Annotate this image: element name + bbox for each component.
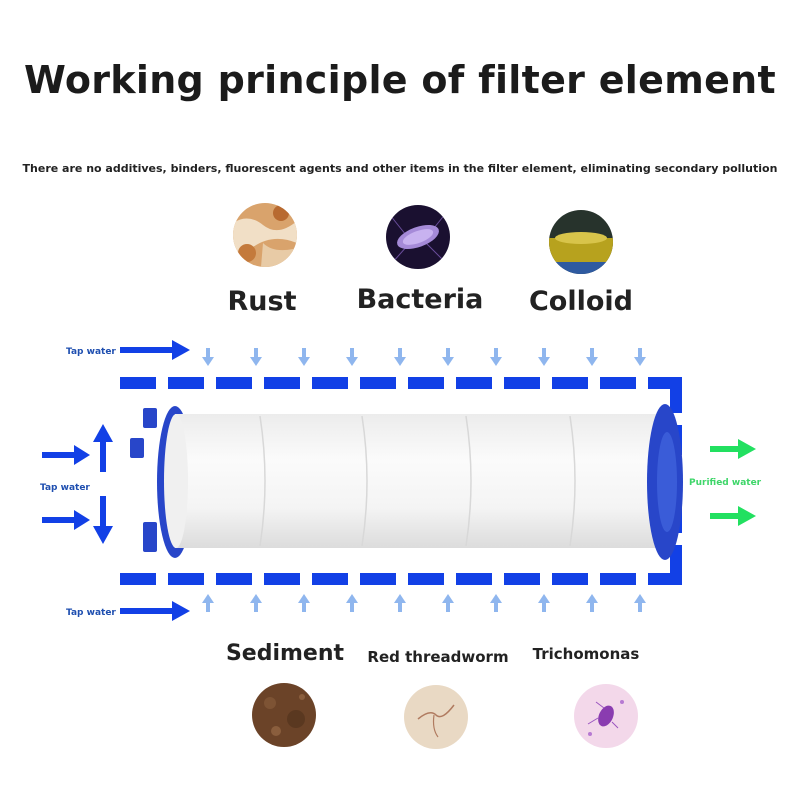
- filter-cartridge: [130, 404, 683, 560]
- up-arrow-icon: [93, 424, 113, 472]
- bacteria-label: Bacteria: [356, 284, 484, 315]
- tap-water-left-label: Tap water: [40, 483, 90, 493]
- sediment-label: Sediment: [225, 641, 345, 666]
- red-threadworm-icon: [404, 685, 468, 749]
- tap-water-bottom-arrow: [120, 601, 190, 621]
- tap-water-left-arrow-2: [42, 510, 90, 530]
- page-subtitle: There are no additives, binders, fluores…: [22, 162, 778, 175]
- rust-label: Rust: [227, 286, 297, 317]
- trichomonas-icon: [574, 684, 638, 748]
- sediment-icon: [252, 683, 316, 747]
- page-title: Working principle of filter element: [23, 58, 776, 102]
- purified-water-arrow-2: [710, 506, 756, 526]
- tap-water-top-label: Tap water: [66, 347, 116, 357]
- red-threadworm-label: Red threadworm: [367, 648, 509, 666]
- bacteria-icon: [386, 205, 450, 269]
- colloid-label: Colloid: [528, 286, 633, 317]
- tap-water-bottom-label: Tap water: [66, 608, 116, 618]
- down-arrow-icon: [93, 496, 113, 544]
- tap-water-left-arrow-1: [42, 445, 90, 465]
- top-dashed-channel: [120, 377, 682, 455]
- purified-water-arrow-1: [710, 439, 756, 459]
- trichomonas-label: Trichomonas: [532, 645, 640, 663]
- purified-water-label: Purified water: [689, 478, 762, 488]
- top-inflow-arrows: [202, 348, 646, 366]
- tap-water-top-arrow: [120, 340, 190, 360]
- bottom-inflow-arrows: [202, 594, 646, 612]
